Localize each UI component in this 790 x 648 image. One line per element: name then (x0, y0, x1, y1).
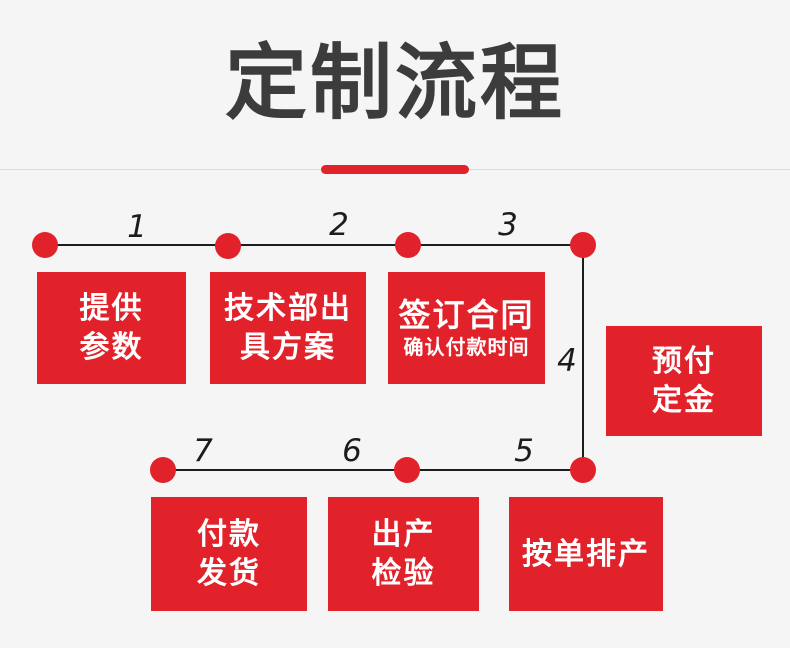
node-circle-4 (570, 232, 596, 258)
step-box-4-line-2: 定金 (652, 384, 716, 417)
step-box-7-line-1: 付款 (197, 518, 261, 551)
step-box-6-line-1: 出产 (371, 518, 436, 551)
step-number-4: 4 (557, 343, 577, 379)
step-box-1: 提供 参数 (37, 272, 186, 384)
step-box-5-line-1: 按单排产 (522, 537, 650, 571)
step-box-4-line-1: 预付 (652, 345, 716, 378)
page-title: 定制流程 (224, 38, 565, 129)
step-number-2: 2 (329, 207, 349, 243)
node-circle-1 (32, 232, 58, 258)
step-box-4: 预付 定金 (606, 326, 762, 436)
connector-line-top (45, 244, 583, 246)
title-underline-bar (321, 165, 469, 174)
step-number-7: 7 (193, 433, 213, 469)
node-circle-5 (570, 457, 596, 483)
step-box-3: 签订合同 确认付款时间 (388, 272, 545, 384)
step-box-7-line-2: 发货 (197, 557, 261, 590)
step-number-3: 3 (498, 207, 518, 243)
node-circle-2 (215, 233, 241, 259)
step-number-1: 1 (127, 209, 147, 245)
step-number-6: 6 (342, 433, 362, 469)
step-box-6-line-2: 检验 (371, 557, 436, 590)
step-box-6: 出产 检验 (328, 497, 479, 611)
step-box-3-line-2: 确认付款时间 (403, 336, 530, 359)
node-circle-7 (150, 457, 176, 483)
step-box-2: 技术部出 具方案 (210, 272, 366, 384)
node-circle-3 (395, 232, 421, 258)
step-box-1-line-2: 参数 (79, 331, 144, 364)
step-box-3-line-1: 签订合同 (398, 296, 535, 333)
step-number-5: 5 (514, 433, 534, 469)
connector-line-bottom (163, 469, 583, 471)
connector-line-vertical (582, 245, 584, 471)
node-circle-6 (394, 457, 420, 483)
step-box-1-line-1: 提供 (79, 292, 144, 325)
step-box-7: 付款 发货 (151, 497, 307, 611)
step-box-2-line-2: 具方案 (240, 331, 336, 364)
step-box-5: 按单排产 (509, 497, 663, 611)
step-box-2-line-1: 技术部出 (224, 292, 352, 325)
